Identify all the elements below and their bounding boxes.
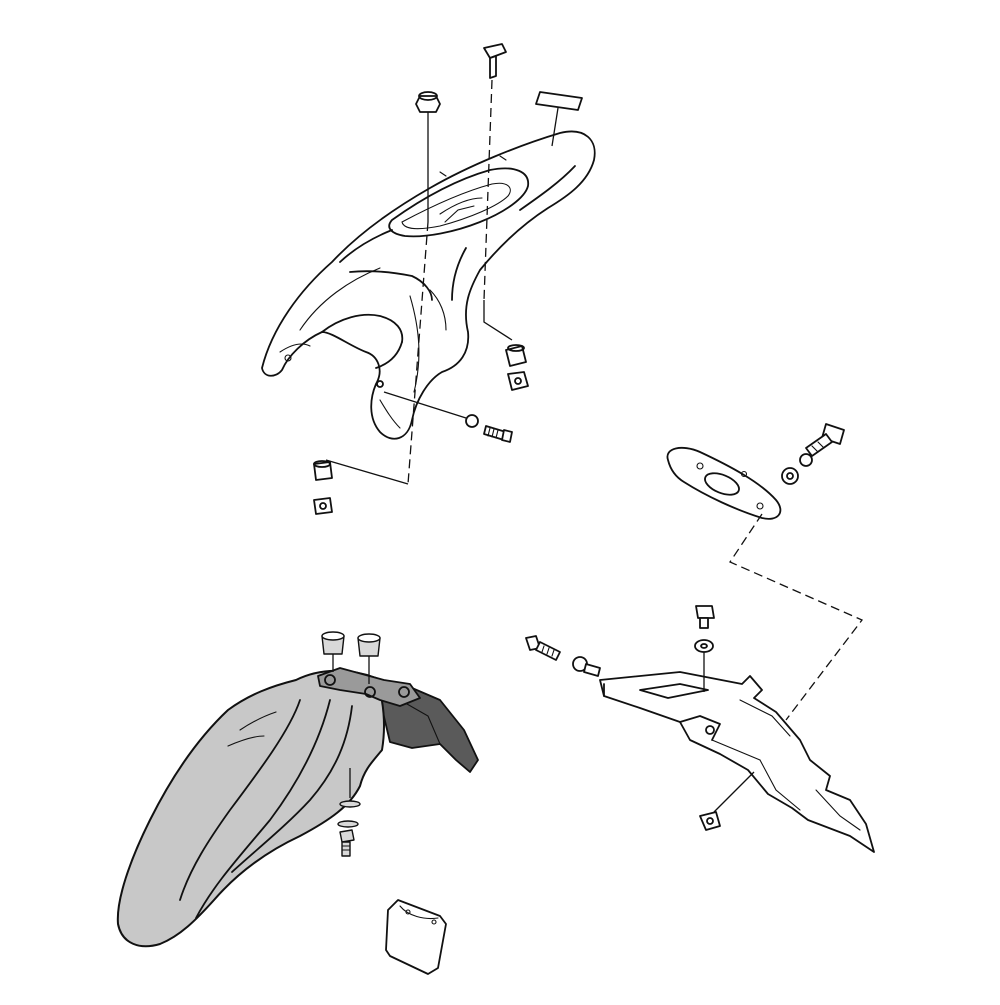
front-fender-collar-right — [357, 633, 381, 684]
rear-fender-nut-1 — [505, 344, 529, 391]
rear-fender-clip-bolt — [483, 43, 513, 341]
number-plate-tag — [385, 899, 447, 975]
rear-fender — [261, 130, 596, 440]
license-plate-bracket — [599, 671, 875, 853]
rear-fender-bolt-washer — [383, 391, 513, 443]
front-fender-collar-left — [321, 631, 345, 672]
plate-bracket-bolt-left — [525, 635, 601, 677]
front-fender-bolt — [337, 768, 361, 857]
rear-fender-nut-2 — [313, 459, 409, 515]
rear-fender-decal — [535, 91, 583, 147]
tail-lamp-bolt — [781, 423, 845, 485]
front-fender — [116, 667, 479, 948]
plate-bracket-bolt-top — [694, 605, 715, 692]
tail-lamp-plate — [666, 446, 864, 721]
rear-fender-grommet — [407, 91, 441, 485]
plate-bracket-nut — [699, 771, 755, 831]
